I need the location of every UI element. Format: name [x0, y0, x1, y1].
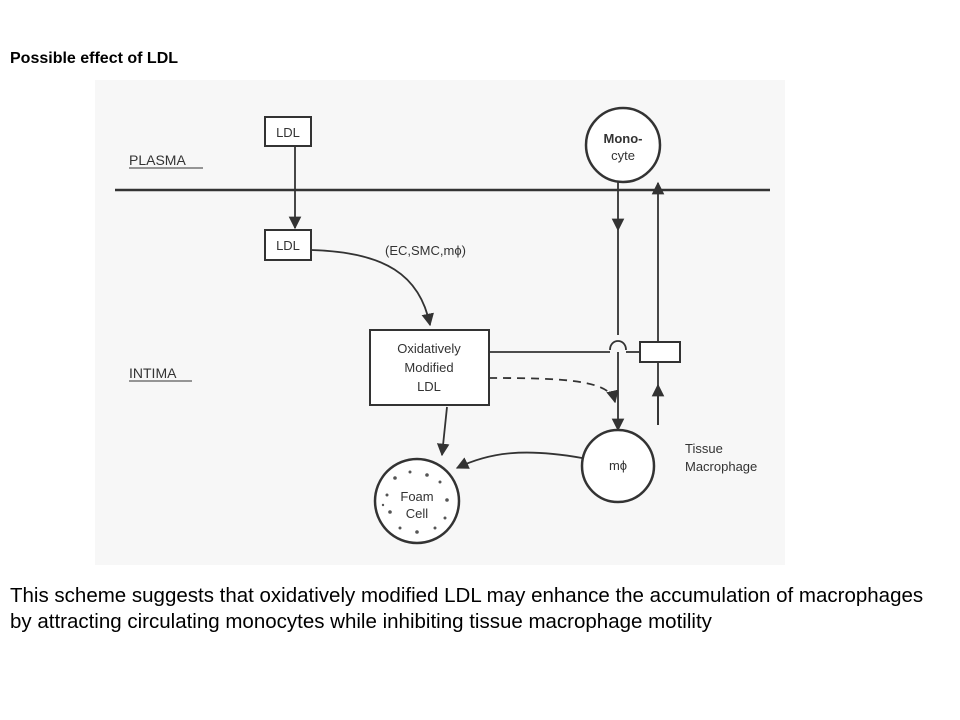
- macrophage-label: mϕ: [609, 458, 627, 473]
- foam-cell-label-line1: Foam: [400, 489, 433, 504]
- oxidized-ldl-line2: Modified: [404, 360, 453, 375]
- intima-label: INTIMA: [129, 365, 177, 381]
- monocyte-label-line1: Mono-: [604, 131, 643, 146]
- tissue-macrophage-label-line1: Tissue: [685, 441, 723, 456]
- monocyte-circle: [584, 106, 662, 184]
- slide-caption: This scheme suggests that oxidatively mo…: [10, 584, 924, 633]
- line-crossover-hop: [609, 340, 627, 351]
- ldl-uptake-arrow: [436, 406, 450, 457]
- macrophage-circle: [580, 428, 656, 504]
- ldl-intima-box: [264, 229, 312, 261]
- ldl-scheme-diagram: PLASMA INTIMA LDL LDL (EC,SMC,mϕ) Oxidat…: [95, 80, 785, 565]
- modification-agents-label: (EC,SMC,mϕ): [385, 243, 466, 258]
- monocyte-attraction-arrow: [488, 377, 619, 404]
- foam-cell-label-line2: Cell: [406, 506, 429, 521]
- oxidized-ldl-line3: LDL: [417, 379, 441, 394]
- oxidized-ldl-box: [369, 329, 490, 406]
- slide-title: Possible effect of LDL: [10, 50, 179, 67]
- monocyte-label-line2: cyte: [611, 148, 635, 163]
- ldl-intima-label: LDL: [276, 238, 300, 253]
- foam-cell-lipid-droplets: [381, 470, 449, 534]
- plasma-label: PLASMA: [129, 152, 186, 168]
- motility-inhibition-block: [639, 341, 681, 363]
- oxidation-arrow: [310, 249, 434, 327]
- macrophage-to-foam-arrow: [455, 451, 583, 469]
- tissue-macrophage-label-line2: Macrophage: [685, 459, 757, 474]
- foam-cell-circle: [373, 457, 461, 545]
- oxidized-ldl-line1: Oxidatively: [397, 341, 461, 356]
- ldl-plasma-box: [264, 116, 312, 147]
- ldl-plasma-label: LDL: [276, 125, 300, 140]
